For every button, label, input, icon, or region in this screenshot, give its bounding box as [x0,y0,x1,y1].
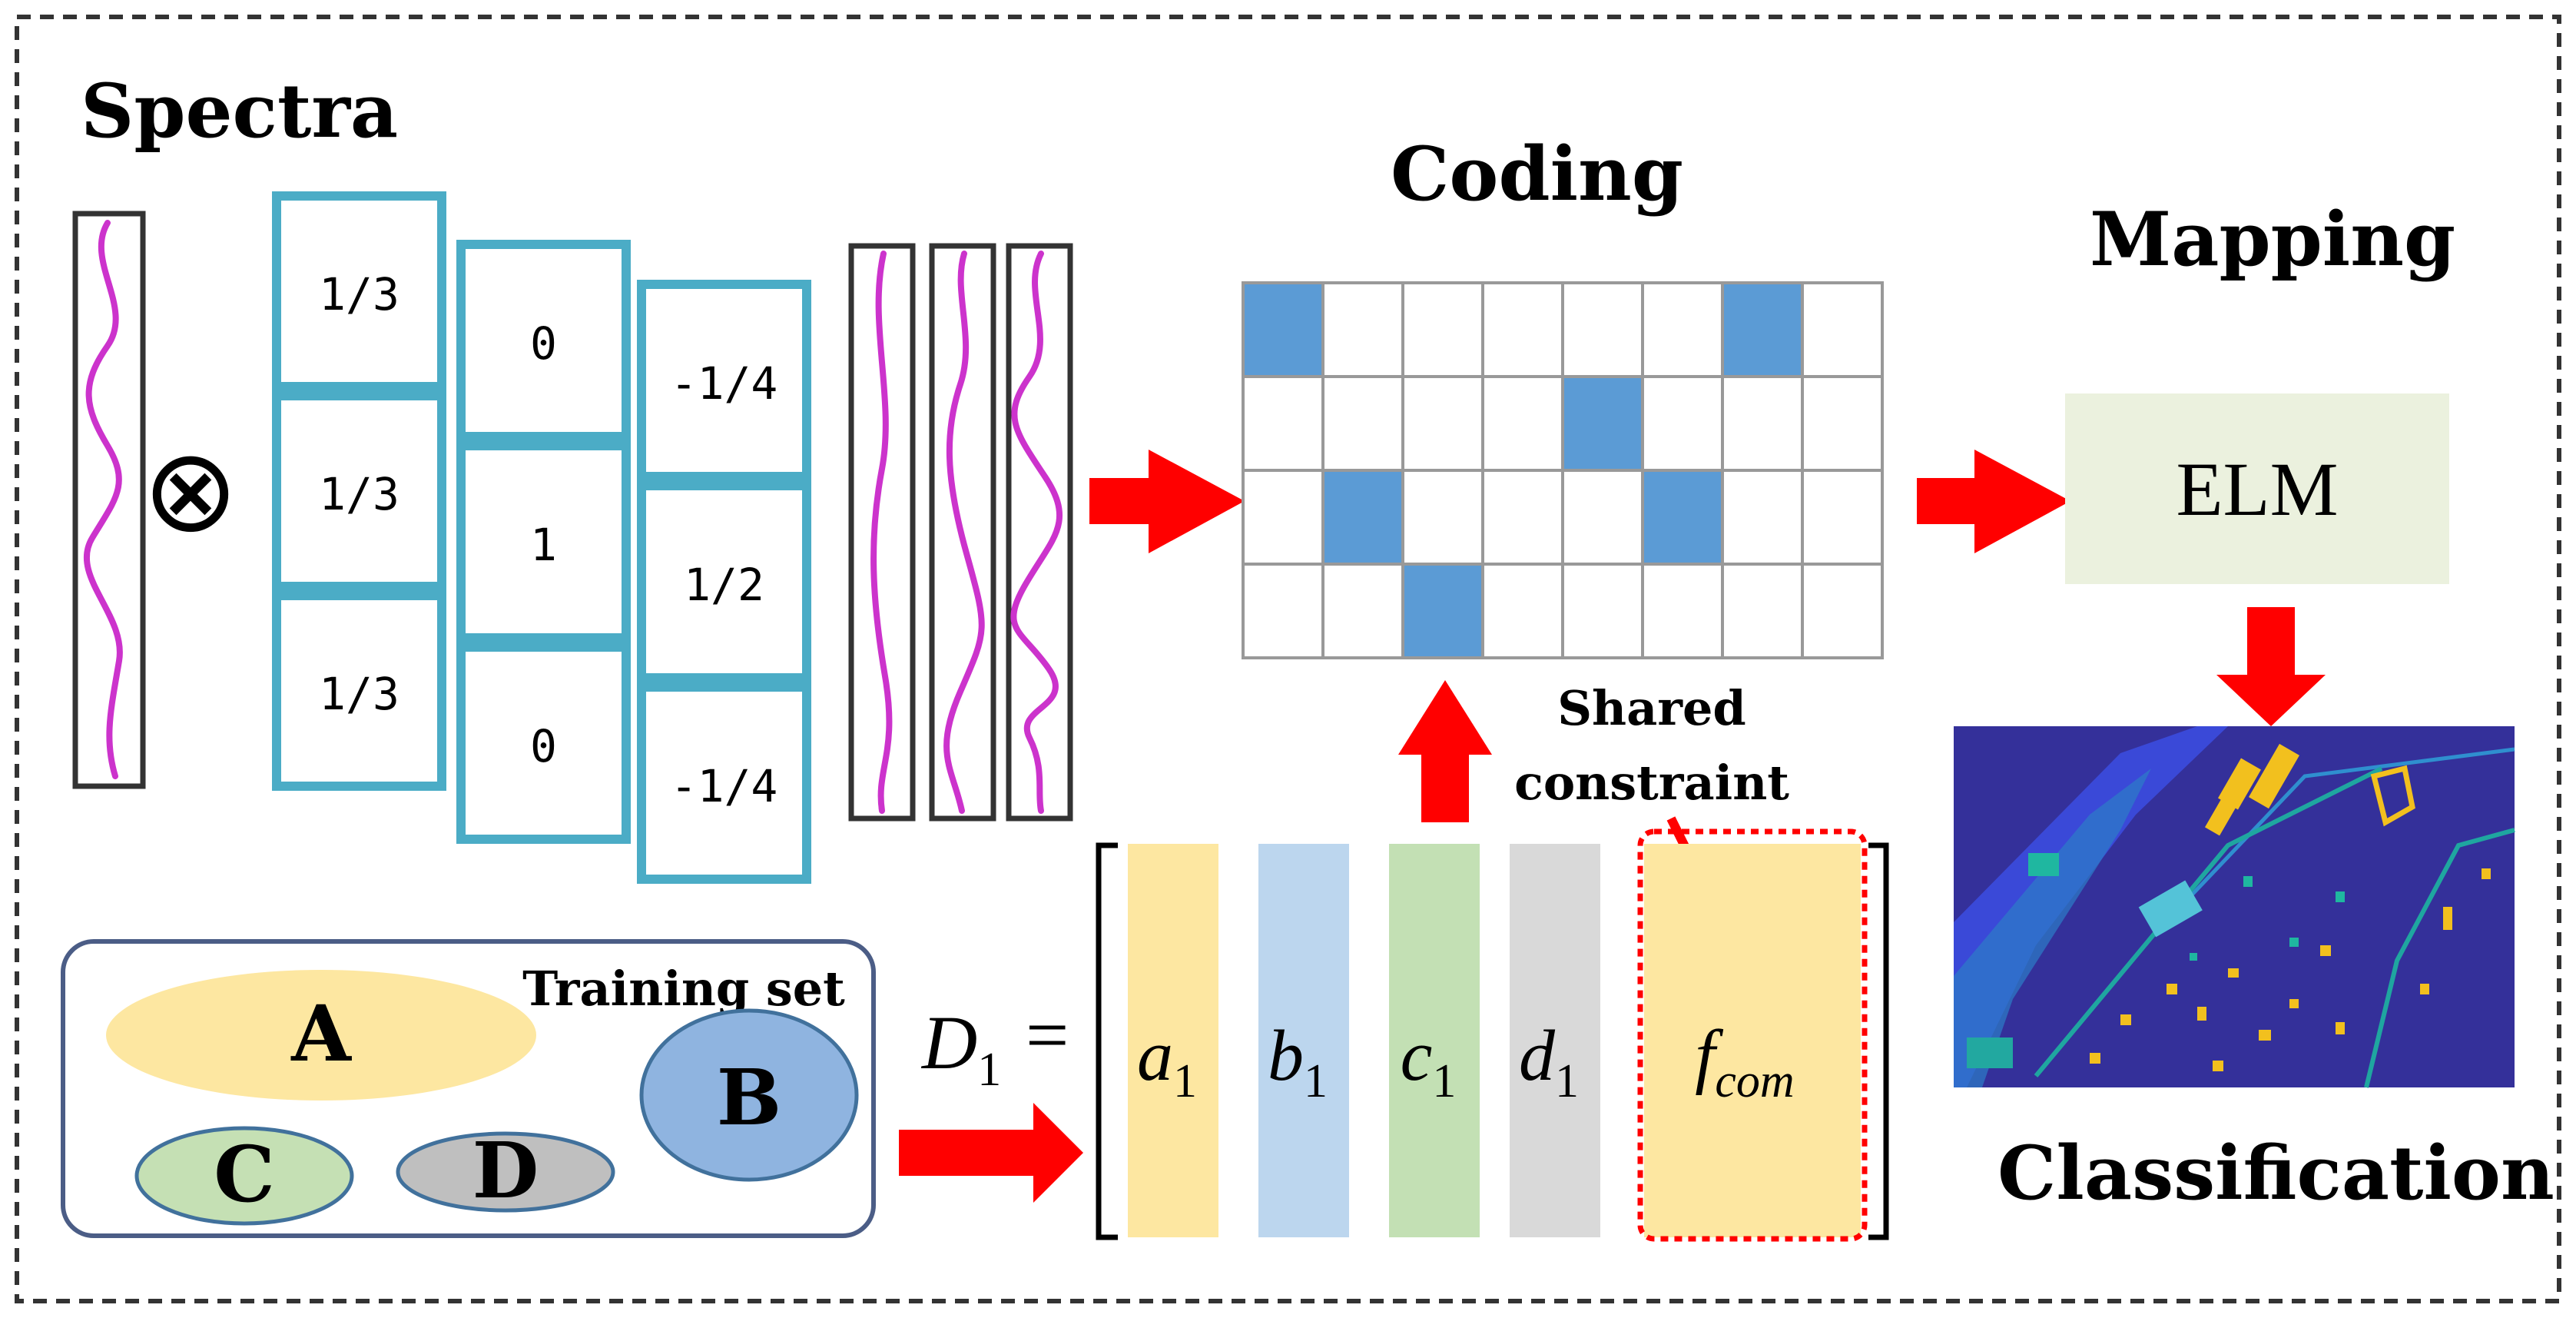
class-a-label: A [290,988,352,1079]
dictionary-atom: fcom [1644,844,1861,1237]
arrow-dictionary-to-coding [1398,680,1492,822]
atom-label: d1 [1519,1016,1579,1107]
dictionary-equals: = [1026,992,1069,1077]
coding-cell [1801,375,1884,472]
shared-constraint-outline [1637,828,1868,1242]
coding-cell [1641,375,1724,472]
class-a-ellipse [106,970,536,1101]
coding-cell [1561,281,1644,378]
coding-cell [1401,375,1484,472]
coding-cell [1401,281,1484,378]
filter-value: 1/2 [684,559,764,611]
coding-title: Coding [1391,131,1683,217]
coding-cell [1801,563,1884,659]
coding-cell [1481,281,1564,378]
dictionary-left-bracket [1096,842,1118,1240]
coding-cell [1481,563,1564,659]
filter-value: 1/3 [319,268,399,320]
filter-cell: 1/3 [272,591,446,791]
coding-cell [1561,469,1644,566]
dictionary-atom: b1 [1258,844,1349,1237]
atom-label: fcom [1695,1016,1794,1107]
filter-cell: -1/4 [637,682,811,884]
coding-cell [1321,563,1404,659]
filter-cell: 0 [456,240,631,441]
input-spectrum [72,211,146,789]
filter-value: 0 [530,720,557,772]
dictionary-atom: d1 [1510,844,1600,1237]
coding-cell [1801,469,1884,566]
filter-cell: -1/4 [637,280,811,481]
coding-cell [1561,563,1644,659]
arrow-coding-to-elm [1917,450,2070,553]
coding-cell [1721,563,1804,659]
classification-map [1954,726,2515,1088]
filter-value: 1 [530,519,557,571]
arrow-training-to-dictionary [899,1103,1083,1203]
class-d-label: D [472,1125,539,1216]
elm-box [2065,393,2449,584]
classification-title: Classification [1997,1130,2554,1217]
filtered-spectra [848,243,1073,822]
coding-cell [1561,375,1644,472]
coding-cell [1242,469,1324,566]
coding-cell [1481,375,1564,472]
coding-cell [1641,563,1724,659]
arrow-spectra-to-coding [1089,450,1245,553]
class-b-label: B [717,1052,782,1143]
mapping-title: Mapping [2090,196,2455,283]
dictionary-right-bracket [1868,842,1889,1240]
coding-cell [1321,281,1404,378]
training-set-label: Training set [522,961,845,1017]
coding-cell [1242,281,1324,378]
dictionary-atom: c1 [1389,844,1480,1237]
coding-cell [1401,469,1484,566]
dictionary-atom: a1 [1128,844,1218,1237]
filter-cell: 1/3 [272,191,446,391]
class-b-ellipse [639,1008,859,1182]
filter-cell: 1/2 [637,481,811,682]
filter-value: -1/4 [671,760,778,812]
coding-cell [1321,375,1404,472]
coding-cell [1321,469,1404,566]
convolution-operator: ⊗ [142,426,239,555]
filter-value: 1/3 [319,668,399,720]
sparse-coding-grid [1242,281,1884,659]
filter-value: -1/4 [671,357,778,410]
coding-cell [1401,563,1484,659]
shared-constraint-line2: constraint [1514,755,1789,811]
coding-cell [1801,281,1884,378]
coding-cell [1481,469,1564,566]
class-c-ellipse [134,1126,354,1226]
filter-value: 1/3 [319,468,399,520]
coding-cell [1641,281,1724,378]
dictionary-equation: D1 = a1 b1 c1 d1 fcom [920,828,1889,1242]
coding-cell [1242,563,1324,659]
coding-cell [1721,281,1804,378]
filter-cell: 1 [456,441,631,642]
class-c-label: C [214,1129,275,1220]
arrow-elm-to-map [2216,607,2326,726]
atom-label: c1 [1401,1016,1457,1107]
atom-label: b1 [1268,1016,1328,1107]
coding-cell [1242,375,1324,472]
dictionary-lhs: D1 [920,1000,1001,1096]
class-d-ellipse [396,1131,615,1213]
atom-label: a1 [1137,1016,1197,1107]
filter-value: 0 [530,317,557,370]
coding-cell [1721,469,1804,566]
filter-cell: 1/3 [272,391,446,591]
filter-banks: 1/3 1/3 1/3 0 1 0 -1/4 1/2 -1/4 [272,191,811,884]
shared-constraint-line1: Shared [1557,680,1746,736]
filter-cell: 0 [456,642,631,844]
spectra-title: Spectra [81,68,398,154]
outer-dashed-frame [15,15,2561,1303]
coding-cell [1641,469,1724,566]
coding-cell [1721,375,1804,472]
elm-label: ELM [2176,447,2338,532]
training-set: Training set A B C D [61,939,876,1238]
